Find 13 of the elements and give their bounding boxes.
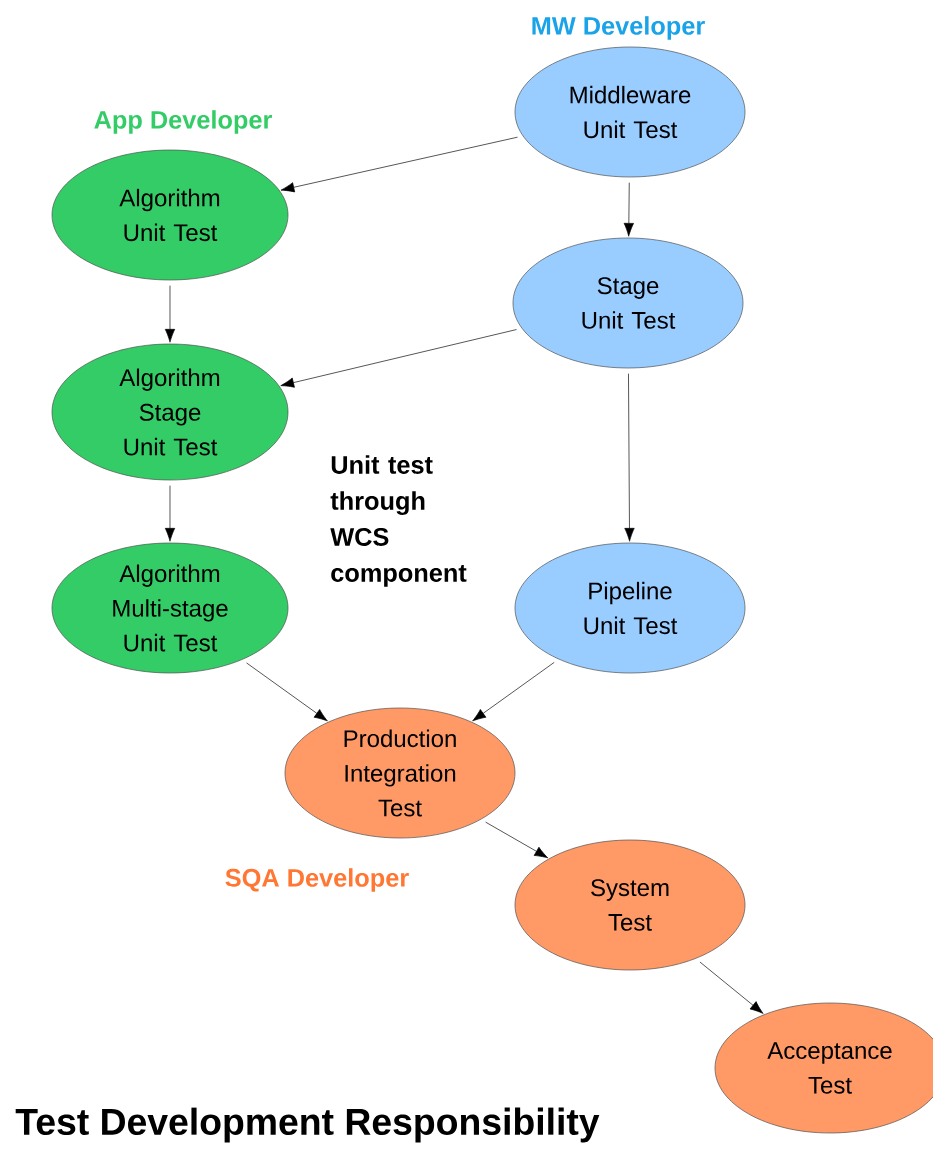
- role-label: SQA Developer: [225, 868, 409, 892]
- arrow: [164, 285, 176, 343]
- arrow: [624, 373, 635, 542]
- arrow: [485, 821, 549, 859]
- arrow: [164, 485, 176, 542]
- role-label: Unit test through WCS component: [330, 455, 467, 587]
- arrow: [699, 961, 764, 1014]
- diagram-title: Test Development Responsibility: [15, 1107, 600, 1143]
- arrow: [280, 136, 518, 193]
- arrow: [246, 662, 328, 722]
- arrow: [623, 182, 634, 237]
- arrow: [472, 662, 555, 722]
- arrow: [280, 329, 517, 388]
